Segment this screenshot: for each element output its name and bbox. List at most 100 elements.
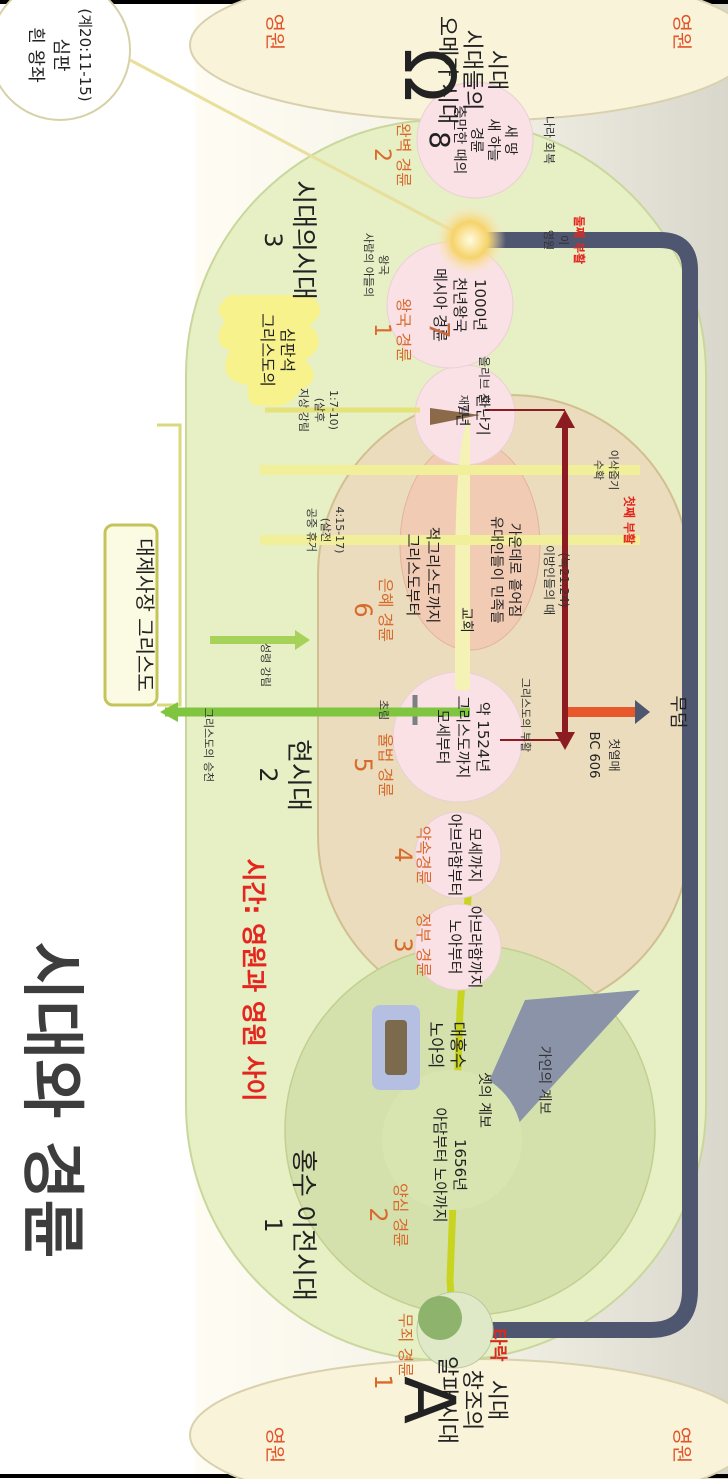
church-column: [455, 420, 470, 690]
kingdom-son-line-1: 사람의 아들의: [362, 233, 375, 297]
age-1-name: 홍수 이전시대: [288, 1149, 318, 1301]
second-resurrection-label: 둘째 부활: [572, 216, 587, 264]
disp-7-number: 7: [423, 321, 456, 339]
flood-line-1: 노아의: [425, 1022, 445, 1069]
coming-line-3: 1:7-10): [327, 390, 340, 430]
disp-2-line-1: 아담부터 노아까지: [431, 1107, 449, 1222]
age-3-name: 시대의시대: [288, 180, 318, 300]
disp-8-line-3: 새 하늘: [485, 118, 501, 161]
disp-3-line-1: 노아부터: [446, 919, 464, 974]
white-throne-circle: [0, 0, 131, 121]
kingdom-1-number: 1: [369, 323, 394, 337]
disp-8-number: 8: [423, 131, 456, 149]
white-throne-line-2: 심판: [50, 38, 71, 71]
eternity-label-top-right: 영원: [670, 14, 694, 51]
alpha-line-3: 시대: [484, 1380, 509, 1420]
rapture-line-2: (살전: [319, 518, 332, 543]
alpha-symbol: A: [388, 1376, 470, 1424]
page-subtitle: 시간: 영원과 영원 사이: [239, 858, 268, 1101]
jews-line-1: 유대인들이 민족들: [488, 516, 504, 624]
disp-3-number: 3: [389, 937, 417, 952]
coming-line-2: (살후: [313, 398, 326, 423]
age-2-name: 현시대: [283, 739, 313, 811]
first-resurrection-label: 첫째 부활: [622, 496, 637, 544]
omega-line-2: 시대들의: [459, 30, 484, 111]
priest-connector: [157, 423, 182, 707]
first-fruits-label: 첫열매: [607, 738, 621, 771]
disp-5-name: 율법 경륜: [376, 733, 395, 797]
disp-6-name: 은혜 경륜: [376, 578, 395, 642]
judgment-seat-line-1: 그리스도의: [258, 313, 277, 387]
disp-5-line-1: 모세부터: [434, 709, 452, 764]
conscience-bubble: [382, 1070, 522, 1210]
disp-2-name: 양심 경륜: [391, 1183, 410, 1247]
tribulation-line-1: 7년: [454, 403, 472, 426]
eternity-label-top-left: 영원: [263, 14, 287, 51]
new-heaven-circle: [416, 81, 534, 199]
reign-label: 재림: [457, 395, 470, 415]
kingdom-1-name: 왕국 경륜: [394, 298, 413, 362]
ark-icon: [385, 1020, 407, 1075]
eternity-label-bottom-right: 영원: [670, 1427, 694, 1464]
eternal-death-line-2: 이: [557, 235, 570, 245]
omega-line-3: 시대: [484, 50, 509, 90]
page-title: 시대와 경륜: [14, 942, 88, 1259]
disp-4-name: 약속경륜: [414, 826, 433, 885]
disp-4-number: 4: [389, 847, 417, 862]
disp-6-line-2: 적그리스도까지: [424, 527, 442, 624]
eternal-death-line-1: 영원: [542, 230, 555, 250]
gather-line-1: 수확: [592, 460, 605, 480]
disp-7-line-3: 1000년: [471, 279, 489, 331]
eternity-label-bottom-left: 영원: [263, 1427, 287, 1464]
disp-4-line-1: 아브라함부터: [446, 814, 464, 897]
mount-of-olives-icon: [430, 408, 480, 425]
disp-3-name: 정부 경륜: [414, 913, 433, 977]
disp-4-line-2: 모세까지: [466, 827, 484, 882]
great-priest-box: [103, 523, 159, 707]
disp-2-number: 2: [364, 1207, 392, 1222]
disp-1-line-1: 타락: [487, 1328, 508, 1362]
omega-line-1: 오메가 시대: [434, 16, 459, 124]
gather-line-2: 이삭줍기: [607, 450, 620, 490]
age-2-number: 2: [254, 767, 282, 782]
disp-8-line-1: 충만한 때의: [451, 106, 467, 175]
disp-1-number: 1: [369, 1374, 397, 1389]
promise-circle: [414, 811, 502, 899]
kingdom-2-number: 2: [369, 148, 394, 162]
omega-symbol: Ω: [388, 48, 470, 102]
disp-5-number: 5: [349, 757, 377, 772]
age-1-number: 1: [259, 1217, 287, 1232]
alpha-line-2: 창조의: [459, 1370, 484, 1431]
cain-lineage-label: 가인의 계보: [536, 1046, 552, 1115]
resurrection-label: 그리스도의 부활: [519, 678, 533, 752]
tree-of-knowledge-icon: [418, 1296, 462, 1340]
disp-6-line-1: 그리스도부터: [404, 534, 422, 617]
disp-7-line-1: 메시아 경륜: [431, 268, 449, 342]
coming-line-1: 지상 강림: [297, 388, 310, 432]
ascension-label: 그리스도의 승천: [202, 708, 216, 782]
flood-line-2: 대홍수: [447, 1022, 467, 1069]
disp-8-line-4: 새 땅: [502, 125, 518, 155]
alpha-line-1: 알파 시대: [434, 1356, 459, 1444]
disp-8-line-2: 경륜: [468, 127, 484, 153]
disp-3-line-2: 아브라함까지: [466, 906, 484, 989]
disp-6-number: 6: [349, 602, 377, 617]
glory-light: [434, 204, 506, 276]
church-label: 교회: [458, 607, 474, 633]
government-circle: [414, 903, 502, 991]
judgment-seat-line-2: 심판석: [278, 328, 297, 372]
gentiles-line-2: (눅21:24): [557, 553, 571, 608]
incarnation-label: 초림: [377, 700, 390, 720]
disp-1-name: 무죄 경륜: [396, 1313, 415, 1377]
kingdom-2-name: 완벽 경륜: [394, 123, 413, 187]
disp-5-line-3: 약 1524년: [474, 702, 492, 773]
judgment-seat-cloud: [218, 295, 320, 406]
white-throne-line-3: (계20:11-15): [76, 8, 94, 101]
great-priest-label: 대제사장 그리스도: [133, 538, 157, 692]
gentiles-line-1: 이방인들의 때: [542, 545, 556, 615]
disp-5-line-2: 그리스도까지: [454, 696, 472, 779]
bc-label: BC 606: [586, 732, 601, 779]
rapture-line-1: 공중 휴거: [305, 508, 318, 552]
